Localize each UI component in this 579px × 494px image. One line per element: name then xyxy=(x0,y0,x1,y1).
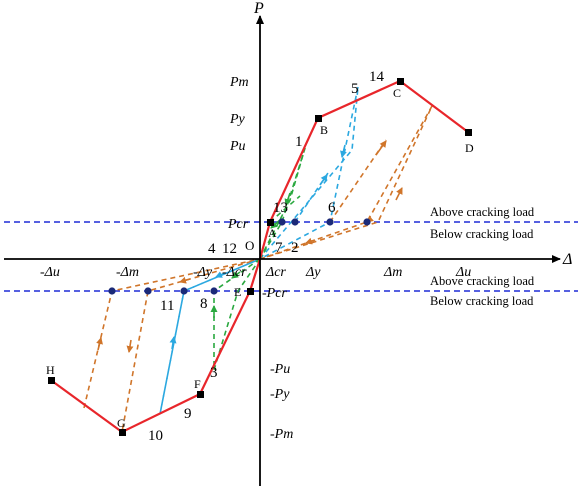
step-label-12: 12 xyxy=(222,241,237,257)
step-label-11: 11 xyxy=(160,298,174,314)
blue-arrowheads xyxy=(169,144,347,350)
step-label-5: 5 xyxy=(351,81,359,97)
y-tick-py: Py xyxy=(229,112,246,127)
x-axis-title: Δ xyxy=(562,251,572,268)
lower-above-note: Above cracking load xyxy=(430,274,535,288)
lower-below-note: Below cracking load xyxy=(430,294,534,308)
step-label-13: 13 xyxy=(273,200,288,216)
x-tick-du: Δu xyxy=(455,265,471,280)
point-label-b: B xyxy=(320,123,328,137)
upper-below-note: Below cracking load xyxy=(430,227,534,241)
point-label-e: E xyxy=(234,285,241,299)
x-tick-neg-dcr: -Δcr xyxy=(222,265,247,280)
x-tick-dm: Δm xyxy=(383,265,402,280)
skeleton-square-markers xyxy=(48,78,472,436)
y-tick-neg-pu: -Pu xyxy=(270,362,290,377)
y-tick-pcr: Pcr xyxy=(227,217,249,232)
point-label-c: C xyxy=(393,86,401,100)
y-tick-neg-py: -Py xyxy=(270,387,290,402)
step-label-3: 3 xyxy=(210,365,218,381)
x-tick-neg-du: -Δu xyxy=(40,265,60,280)
y-tick-neg-pcr: -Pcr xyxy=(262,286,287,301)
point-label-f: F xyxy=(194,377,201,391)
x-tick-dy: Δy xyxy=(305,265,321,280)
x-tick-dcr: Δcr xyxy=(265,265,286,280)
step-label-8: 8 xyxy=(200,296,208,312)
step-label-4: 4 xyxy=(208,241,216,257)
step-label-7: 7 xyxy=(275,240,283,256)
y-axis-title: P xyxy=(253,0,264,17)
upper-above-note: Above cracking load xyxy=(430,205,535,219)
point-label-a: A xyxy=(268,226,277,240)
step-label-10: 10 xyxy=(148,428,163,444)
point-label-h: H xyxy=(46,363,55,377)
x-tick-neg-dm: -Δm xyxy=(116,265,139,280)
y-tick-pu: Pu xyxy=(229,139,246,154)
orange-arrowheads xyxy=(96,140,403,353)
step-label-1: 1 xyxy=(295,134,303,150)
point-label-g: G xyxy=(117,416,126,430)
x-tick-neg-dy: -Δy xyxy=(193,265,213,280)
blue-loops xyxy=(159,86,359,415)
step-label-14: 14 xyxy=(369,69,385,85)
y-tick-neg-pm: -Pm xyxy=(270,427,293,442)
origin-label: O xyxy=(245,238,254,253)
point-label-d: D xyxy=(465,141,474,155)
y-tick-pm: Pm xyxy=(229,75,249,90)
step-label-6: 6 xyxy=(328,200,336,216)
step-label-2: 2 xyxy=(291,240,299,256)
boundary-dot-markers xyxy=(108,218,371,295)
step-label-9: 9 xyxy=(184,406,192,422)
